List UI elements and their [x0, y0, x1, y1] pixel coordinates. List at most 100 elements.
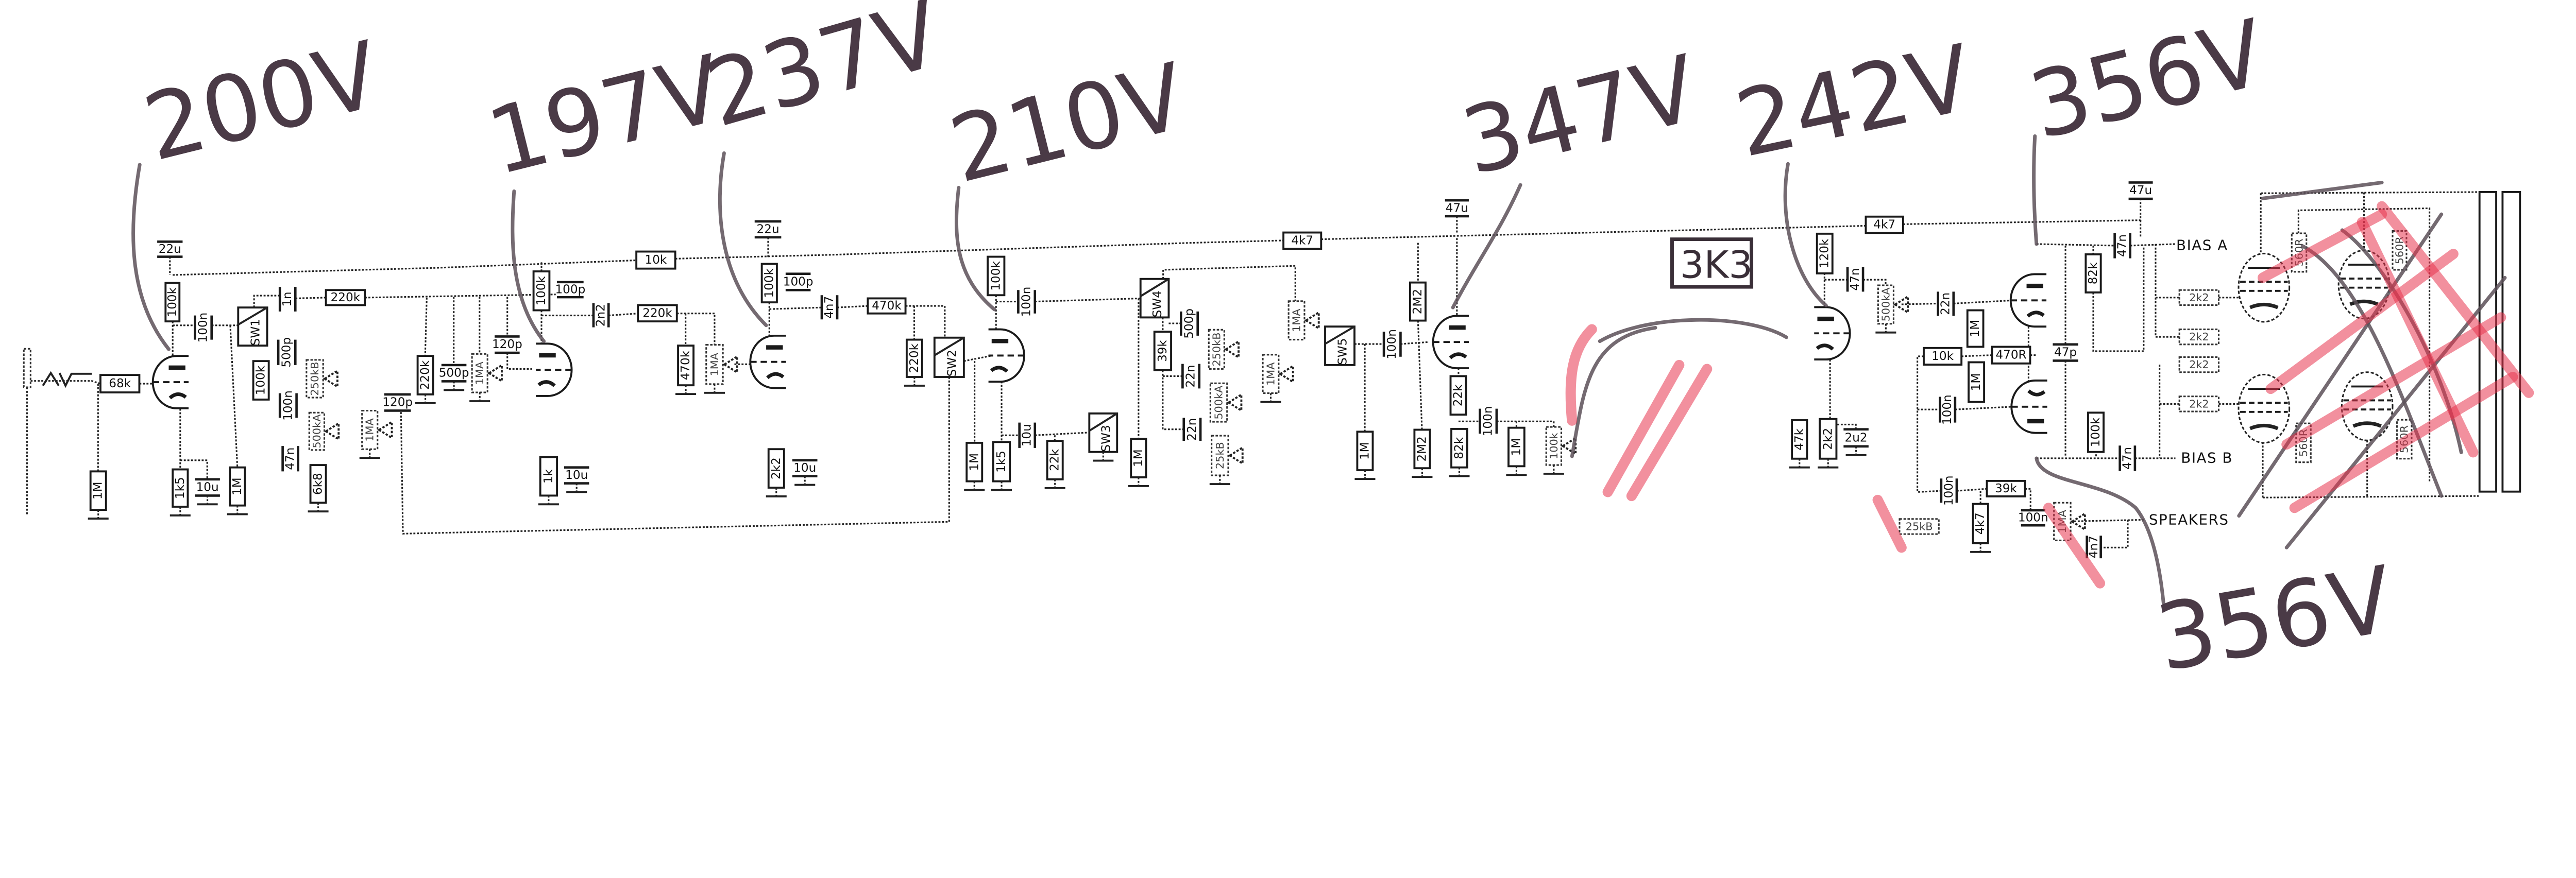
component-value: 250kB: [309, 361, 321, 395]
capacitor: 2n2: [592, 303, 610, 328]
component-value: 500p: [280, 337, 294, 368]
switch: SW5: [1324, 325, 1355, 366]
resistor: 1M: [88, 470, 109, 520]
resistor: 82k: [2084, 253, 2102, 294]
valve-cathode: [990, 366, 1009, 373]
capacitor: 1n: [278, 287, 297, 312]
component-value: 100k: [166, 287, 179, 317]
signal-symbol-icon: [42, 371, 92, 388]
resistor: 1M: [227, 466, 248, 515]
pencil-stroke: [955, 185, 996, 312]
resistor-dashed: 2k2: [2178, 328, 2220, 346]
resistor: 2k2: [766, 448, 787, 497]
modification-box: [1670, 237, 1754, 289]
component-value: 100n: [1942, 475, 1956, 506]
component-value: 10k: [645, 253, 667, 267]
valve-cathode: [2349, 299, 2379, 306]
resistor: 2k2: [1818, 418, 1839, 469]
wiper-arrow-icon: [323, 369, 338, 389]
terminal-labels: BIAS A BIAS B SPEAKERS: [2149, 236, 2232, 528]
potentiometer: 1MA: [1260, 354, 1294, 403]
red-strike-mark: [1602, 359, 1685, 497]
resistor-body: [987, 255, 1006, 297]
wire: [2155, 244, 2180, 299]
resistor: 220k: [325, 289, 366, 306]
valve-cathode: [2026, 311, 2045, 318]
component-value: 470k: [872, 299, 902, 313]
component-value: 1MA: [473, 361, 486, 385]
wiring: [26, 191, 2479, 548]
capacitor: 4n7: [2086, 536, 2102, 558]
switch-contact-icon: [934, 337, 964, 356]
wire: [1956, 488, 1987, 492]
resistor: 39k: [1986, 479, 2026, 497]
wire: [676, 313, 716, 345]
component-value: 1M: [1970, 373, 1983, 391]
component-value: 4k7: [1291, 234, 1313, 247]
component-value: 100k: [989, 261, 1003, 291]
component-value: 220k: [908, 343, 921, 373]
capacitor: 100n: [1382, 329, 1402, 359]
resistor: 220k: [904, 338, 925, 387]
valve-cathode: [766, 372, 785, 380]
resistor-body: [867, 297, 907, 315]
triode-valve-icon: [536, 342, 573, 397]
component-value: 10u: [1021, 424, 1034, 446]
capacitor: 4n7: [820, 295, 839, 320]
red-strike-mark: [1565, 324, 1597, 426]
component-value: 100n: [2018, 511, 2048, 525]
potentiometer: 25kB: [1209, 435, 1244, 485]
wire: [400, 377, 950, 535]
component-value: 47u: [1446, 202, 1468, 215]
resistor: 1k5: [170, 468, 191, 517]
component-value: 68k: [109, 377, 131, 390]
resistor-body: [1413, 428, 1431, 470]
wire: [1863, 279, 1887, 286]
switch: SW3: [1088, 412, 1118, 462]
capacitor: 47u: [2128, 181, 2153, 200]
capacitor: 100n: [1479, 406, 1498, 436]
triode-valve-icon: [1814, 306, 1851, 361]
component-value: 2n2: [595, 304, 608, 326]
wiper-arrow-icon: [1278, 364, 1294, 384]
capacitor: 100p: [555, 281, 585, 299]
component-value: 100n: [1385, 329, 1399, 359]
resistor: 100k: [760, 263, 778, 304]
resistor: 1M: [1506, 426, 1527, 476]
potentiometer: 500kA: [1209, 382, 1243, 423]
capacitor: 47n: [2113, 233, 2131, 259]
resistor: 470R: [1991, 346, 2031, 365]
voltage-note-v5: 347V: [1452, 36, 1708, 196]
wire: [1961, 354, 1992, 357]
component-value: 39k: [1156, 340, 1170, 362]
wire: [769, 306, 822, 310]
capacitor: 100n: [194, 313, 213, 342]
component-value: 1M: [968, 453, 981, 471]
potentiometer: 500kA: [308, 411, 340, 451]
pot-body: [1287, 300, 1306, 341]
resistor-body: [992, 441, 1011, 483]
wire: [180, 459, 208, 479]
resistor-body: [1923, 347, 1963, 366]
wire: [2025, 488, 2031, 510]
switch-contact-icon: [1140, 278, 1170, 297]
switch-contact-icon: [238, 306, 268, 326]
triode-valve-icon: [151, 355, 189, 409]
component-value: 100k: [2089, 417, 2103, 447]
wire: [1162, 265, 1296, 301]
valve-cathode: [168, 392, 187, 400]
resistor-body: [2178, 356, 2220, 373]
resistor: 100k: [164, 282, 181, 323]
capacitor: 47u: [1445, 199, 1469, 218]
component-value: 22u: [159, 243, 181, 256]
pencil-stroke: [2032, 134, 2039, 246]
component-value: 10u: [196, 481, 219, 494]
wire: [2036, 243, 2115, 247]
pencil-stroke: [131, 163, 171, 351]
pot-body: [1545, 426, 1563, 466]
valve-envelope: [2238, 373, 2291, 444]
voltage-note-v1: 200V: [134, 22, 390, 182]
switch-contact-icon: [1325, 325, 1355, 345]
resistor: 100k: [252, 360, 270, 401]
